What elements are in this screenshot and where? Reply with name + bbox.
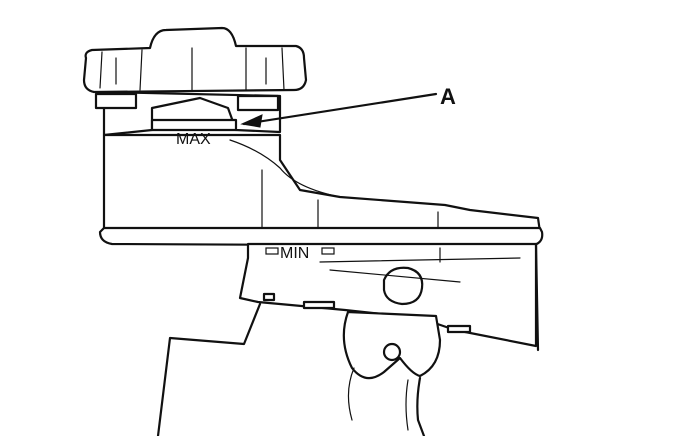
min-level-mark: MIN	[280, 245, 309, 262]
internal-line-2	[329, 269, 461, 283]
internal-line-7	[229, 139, 341, 198]
mount-bracket-left	[156, 302, 262, 436]
lower-tab-3	[446, 324, 472, 334]
lower-tab-2	[302, 300, 336, 310]
min-mark-left-tick	[265, 247, 279, 255]
internal-line-1	[319, 257, 521, 263]
neck-tab-left	[94, 92, 138, 110]
min-mark-right-tick	[321, 247, 335, 255]
callout-letter: A	[440, 84, 456, 109]
callout-arrowhead	[240, 114, 263, 128]
max-line-band	[150, 118, 238, 132]
cap-grip-lines	[99, 47, 285, 91]
mount-bracket-right-inner	[405, 379, 409, 431]
lower-tab-1	[262, 292, 276, 302]
mount-bracket-inner	[347, 367, 355, 421]
lower-body-knob	[382, 266, 424, 306]
mount-bracket-right	[416, 376, 426, 436]
max-level-mark: MAX	[176, 131, 211, 148]
reservoir-cap	[82, 26, 308, 94]
mount-hole	[382, 342, 402, 362]
callout-line	[242, 92, 438, 126]
reservoir-body	[102, 133, 542, 234]
neck-tab-right	[236, 94, 280, 112]
lower-body-right-edge	[534, 242, 540, 352]
